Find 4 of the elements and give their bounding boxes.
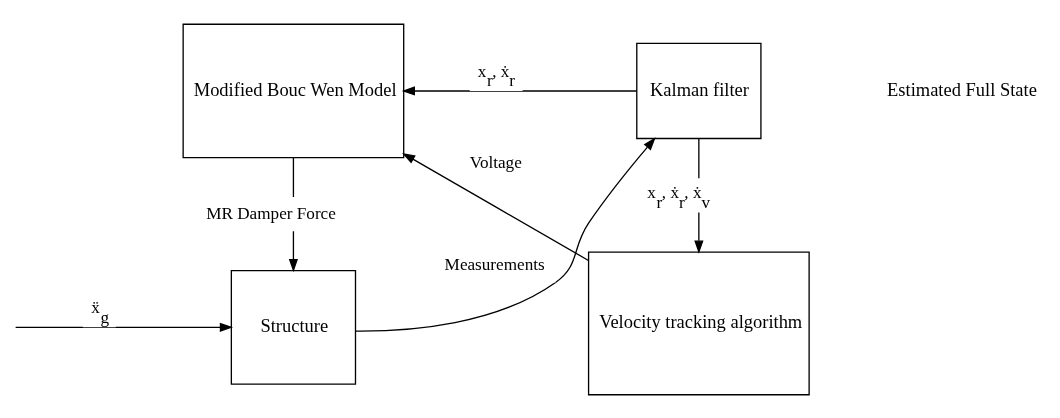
label: Estimated Full State: [887, 79, 1037, 100]
edge-label: MR Damper Force: [206, 203, 336, 223]
edge-label: Measurements: [444, 254, 545, 274]
edge-label: Voltage: [469, 152, 522, 172]
